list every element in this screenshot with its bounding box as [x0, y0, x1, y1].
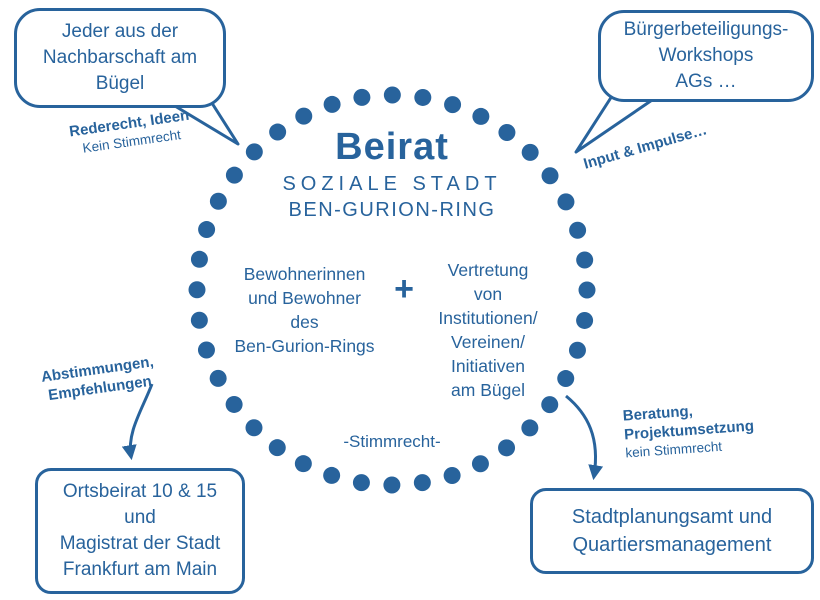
center-subtitle-1: SOZIALE STADT	[282, 173, 502, 195]
arrow-to-ortsbeirat	[121, 383, 154, 461]
dotted-circle	[188, 86, 596, 494]
bubble-top-left-text: Jeder aus der Nachbarschaft am Bügel	[42, 21, 198, 94]
stimmrecht-note: -Stimmrecht-	[343, 432, 441, 451]
circle-headline: Beirat SOZIALE STADT BEN-GURION-RING	[232, 126, 552, 222]
members-right-text: Vertretung von Institutionen/ Vereinen/ …	[438, 260, 538, 400]
box-stadtplanungsamt: Stadtplanungsamt und Quartiersmanagement	[530, 488, 814, 574]
box-ortsbeirat: Ortsbeirat 10 & 15 und Magistrat der Sta…	[35, 468, 245, 594]
center-subtitle-2: BEN-GURION-RING	[288, 199, 496, 221]
label-beratung-group: Beratung, Projektumsetzung kein Stimmrec…	[622, 398, 756, 463]
members-left-text: Bewohnerinnen und Bewohner des Ben-Gurio…	[234, 264, 375, 356]
bubble-top-left: Jeder aus der Nachbarschaft am Bügel	[14, 8, 226, 108]
center-title: Beirat	[335, 126, 449, 168]
box-ortsbeirat-text: Ortsbeirat 10 & 15 und Magistrat der Sta…	[59, 481, 221, 580]
bubble-top-right: Bürgerbeteiligungs- Workshops AGs …	[598, 10, 814, 102]
box-stadtplanungsamt-text: Stadtplanungsamt und Quartiersmanagement	[571, 506, 773, 556]
bubble-top-right-text: Bürgerbeteiligungs- Workshops AGs …	[623, 19, 789, 92]
plus-sign: +	[394, 270, 414, 308]
arrow-to-stadtplanungsamt	[565, 394, 604, 481]
